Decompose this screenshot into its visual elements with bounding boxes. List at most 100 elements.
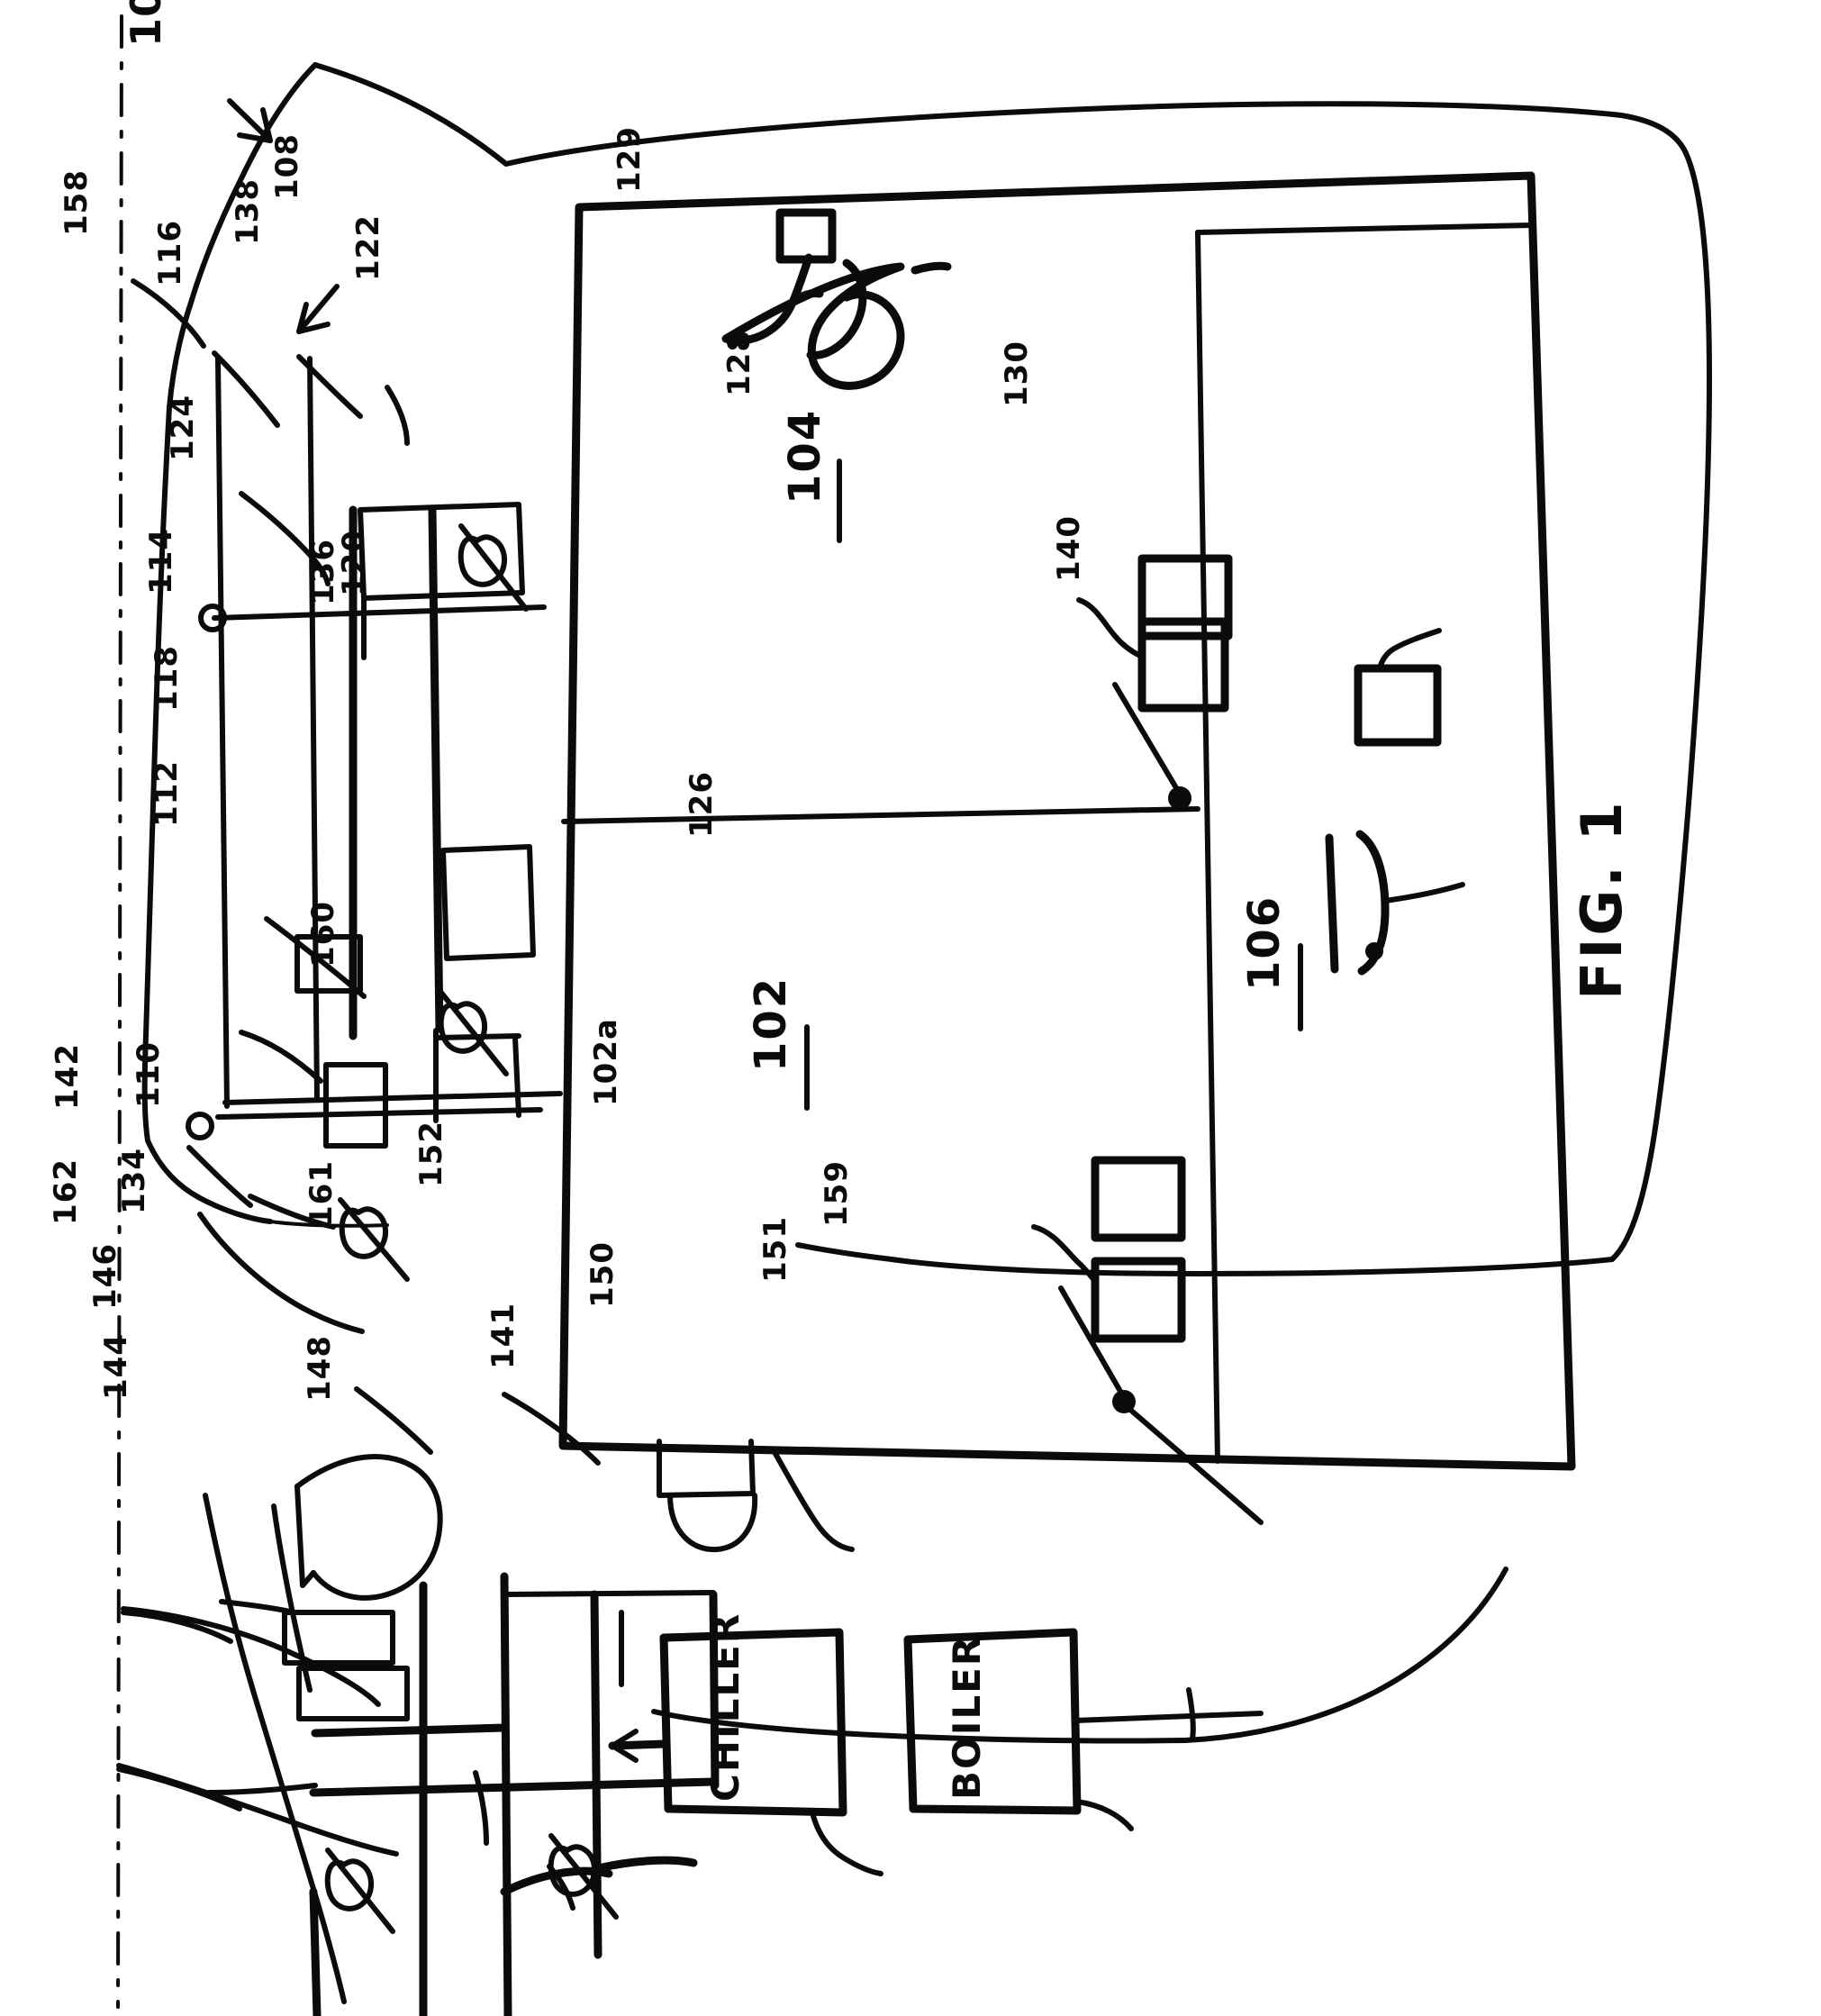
terminal-unit-126-box-a	[1091, 1156, 1186, 1242]
building-outline-lower-left-2	[197, 1212, 365, 1334]
terminal-unit-128-box-a	[1137, 554, 1233, 640]
ref-numeral-102a: 102a	[588, 1018, 624, 1106]
leader-150	[810, 1810, 883, 1876]
symbol-129-scribble-4	[781, 289, 824, 313]
arrow-108-head	[296, 302, 331, 334]
valve-112-body	[339, 1206, 388, 1259]
boiler-box	[903, 1628, 1082, 1815]
ref-numeral-158: 158	[59, 169, 95, 236]
leader-151	[1074, 1799, 1134, 1831]
pipe-chiller-header	[502, 1590, 716, 1597]
centerline-dashed	[116, 14, 123, 2009]
coil-box-b	[296, 1666, 410, 1721]
pipe-bend-b	[593, 1856, 698, 1873]
room-label-104: 104	[780, 409, 842, 543]
ref-numeral-151: 151	[757, 1216, 793, 1283]
building-outline-left	[141, 404, 172, 1143]
subsystem-arrow-108	[296, 284, 340, 334]
room-106-top-wall	[1195, 222, 1534, 235]
scribble-symbol-129	[721, 208, 952, 390]
leader-159	[1186, 1687, 1196, 1741]
leader-126	[1031, 1224, 1098, 1284]
valve-144-stem	[325, 1848, 395, 1934]
fan-housing-outline	[294, 1454, 443, 1601]
ref-numeral-100: 100	[122, 0, 170, 47]
figure-caption: FIG. 1	[1569, 799, 1635, 1000]
ref-numeral-120: 120	[336, 530, 372, 596]
room-label-102: 102	[746, 976, 810, 1111]
leader-118	[239, 1030, 323, 1084]
ref-numeral-150: 150	[584, 1241, 621, 1308]
ref-numeral-138: 138	[230, 178, 266, 245]
leader-122	[385, 385, 410, 446]
ref-numeral-126: 126	[684, 771, 720, 838]
leader-142	[121, 1610, 233, 1644]
leader-110	[186, 1145, 253, 1208]
hood-outlet-102a	[657, 1439, 756, 1498]
valve-114-body	[438, 1001, 487, 1054]
louver-140-group	[1325, 830, 1465, 976]
leader-112	[248, 1194, 336, 1230]
pipe-152-arrowhead	[610, 1729, 639, 1763]
symbol-129-scribble-2	[806, 259, 867, 359]
valve-144-body	[324, 1858, 374, 1912]
duct-supply-main-2	[307, 356, 320, 1102]
terminal-unit-128-group	[1076, 554, 1233, 713]
rooms-outer-boundary	[558, 171, 1576, 1471]
valve-120-body	[458, 534, 507, 587]
valve-120-stem	[458, 523, 529, 612]
ref-numeral-140: 140	[1051, 515, 1087, 582]
leader-160	[502, 1392, 601, 1466]
leader-124	[239, 491, 331, 586]
arrow-108-shaft	[296, 284, 340, 334]
boiler-outlet-pipe	[1073, 1711, 1264, 1723]
damper-box-aux	[294, 934, 363, 994]
building-outline-bottom-right	[795, 1242, 1615, 1276]
duct-crosslink-2	[215, 1107, 543, 1120]
terminal-unit-128-box-b	[1137, 617, 1229, 713]
ref-numeral-161: 161	[304, 1160, 340, 1227]
ref-numeral-162: 162	[48, 1158, 84, 1225]
chiller-unit: CHILLER	[659, 1612, 847, 1817]
pipe-horizontal-b	[311, 1723, 509, 1738]
leader-114	[264, 916, 367, 999]
mechanical-enclosure-right	[1182, 1566, 1508, 1743]
leader-162	[116, 1766, 242, 1812]
leader-141	[547, 1864, 575, 1911]
ref-numeral-136: 136	[305, 539, 341, 605]
leader-130	[1377, 628, 1442, 671]
ref-numeral-112: 112	[149, 760, 185, 827]
ref-numeral-122: 122	[350, 214, 386, 281]
sensor-node-140	[1365, 942, 1383, 960]
leader-160-b	[354, 1386, 433, 1455]
leader-138	[296, 354, 363, 419]
ref-numeral-124: 124	[165, 395, 201, 461]
coil-box-a	[282, 1610, 395, 1666]
valve-114	[438, 990, 509, 1076]
boiler-unit: BOILER	[903, 1628, 1082, 1815]
building-outline-right	[1609, 150, 1712, 1262]
diffuser-130-box	[1354, 664, 1442, 747]
ref-numeral-134: 134	[116, 1148, 152, 1214]
duct-block-136-120	[440, 844, 536, 961]
mechanical-enclosure-bottom	[651, 1709, 1188, 1744]
ref-numeral-159: 159	[819, 1160, 855, 1227]
pipe-vertical-d	[309, 1887, 322, 2016]
sensor-leader-102-b	[1127, 1406, 1264, 1525]
ref-numeral-108: 108	[269, 133, 305, 200]
arrow-100-shaft	[227, 98, 273, 143]
valve-112-stem	[338, 1197, 410, 1282]
sensor-node-104	[1168, 786, 1191, 810]
leader-128	[1076, 597, 1143, 658]
leader-140	[1382, 882, 1465, 904]
room-102-text: 102	[746, 976, 796, 1072]
duct-crosslink-1	[212, 604, 547, 621]
pipe-vertical-c	[590, 1590, 602, 1959]
duct-supply-main	[215, 356, 230, 1109]
valve-144	[324, 1848, 395, 1934]
ref-numeral-116: 116	[152, 220, 188, 286]
terminal-unit-126-box-b	[1091, 1257, 1186, 1343]
boiler-label: BOILER	[945, 1635, 989, 1800]
mech-room-left-wall	[203, 1493, 347, 2004]
